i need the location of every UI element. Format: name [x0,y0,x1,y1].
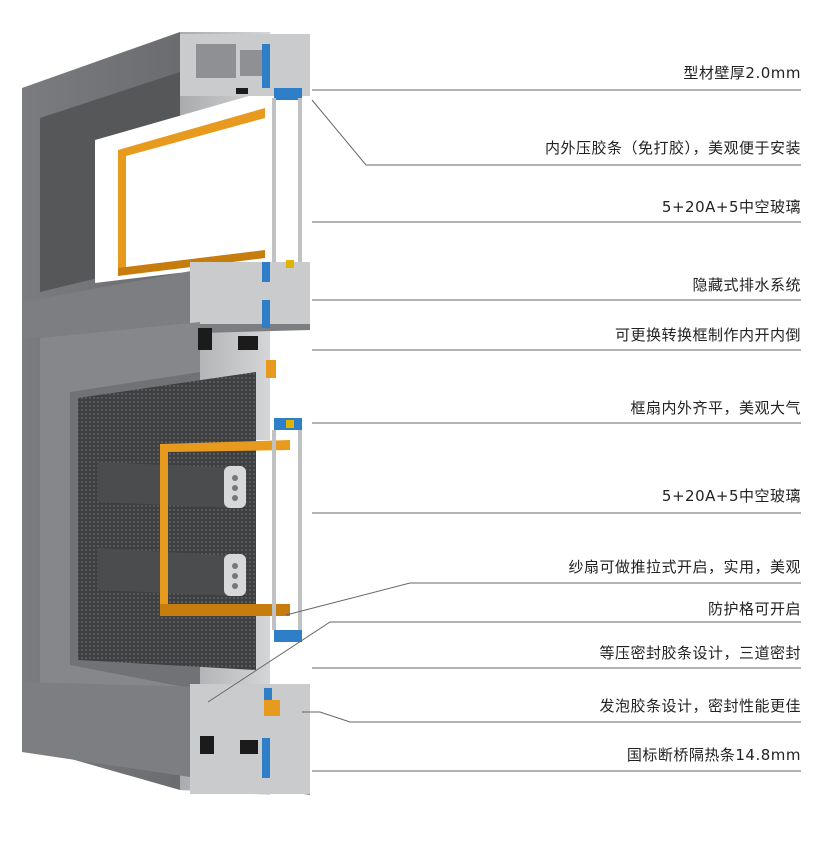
top-profile-chamber-2 [240,50,266,76]
gaskets [198,88,294,754]
upper-opening-inner [95,90,270,283]
callout-equal-pressure-seal: 等压密封胶条设计，三道密封 [599,644,801,662]
lower-orange-seal-bottom [160,604,290,616]
callout-guard-grille: 防护格可开启 [707,600,801,618]
callout-wall-thickness: 型材壁厚2.0mm [683,64,801,82]
callout-conversion-frame: 可更换转换框制作内开内倒 [614,326,801,344]
callout-foam-gasket: 发泡胶条设计，密封性能更佳 [599,697,801,715]
callout-insulated-glass-lower: 5+20A+5中空玻璃 [661,487,801,505]
callout-thermal-break-strip: 国标断桥隔热条14.8mm [626,746,801,764]
callout-hidden-drainage: 隐藏式排水系统 [692,276,801,294]
callout-flush-frame-sash: 框扇内外齐平，美观大气 [630,399,801,417]
transom-profile [190,262,310,324]
glass-panes [272,98,302,630]
guard-bar-upper [98,462,246,508]
callout-pressure-gasket: 内外压胶条（免打胶），美观便于安装 [544,139,801,157]
lower-glass-opening [256,440,300,612]
callout-screen-sash: 纱扇可做推拉式开启，实用，美观 [568,558,801,576]
leader-lines [207,89,801,772]
callout-insulated-glass-upper: 5+20A+5中空玻璃 [661,198,801,216]
top-profile-chamber [196,44,236,78]
